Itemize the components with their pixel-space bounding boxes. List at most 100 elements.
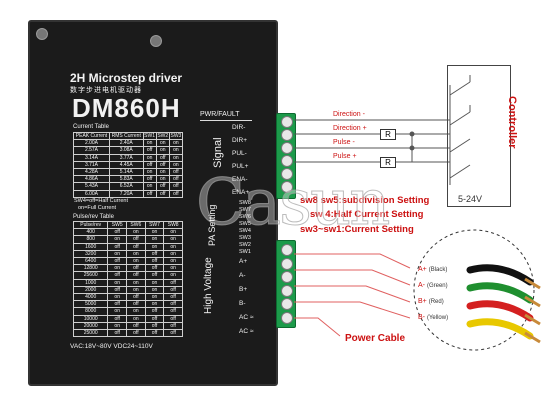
wire-pin: A-: [418, 282, 427, 289]
switch-label: SW6: [239, 214, 251, 220]
wire-color-name: (Black): [428, 267, 448, 273]
terminal-screw-icon: [281, 116, 293, 128]
setting-sw8-sw5: sw8 sw5:subdivision Setting: [300, 195, 430, 206]
motor-wire-label: A+ (Black): [418, 266, 447, 273]
mount-screw-icon: [150, 35, 162, 47]
table-cell: on: [163, 271, 183, 280]
copper-tip: [524, 295, 541, 308]
table-cell: 5000: [72, 300, 109, 309]
controller-label: Controller: [506, 96, 518, 149]
table-cell: 2000: [72, 285, 109, 295]
table-cell: on: [163, 235, 183, 244]
motor-cable-circle: [413, 229, 535, 351]
pulse-table-caption: Pulse/rev Table: [73, 214, 114, 220]
table-cell: 25000: [72, 329, 109, 338]
motor-wire-label: B+ (Red): [418, 298, 444, 305]
switch-label: SW5: [239, 221, 251, 227]
signal-pin-label: DIR+: [232, 137, 247, 144]
motor-cables: [466, 264, 541, 344]
table-cell: 4000: [72, 293, 109, 302]
setting-sw4: sw 4:Half Current Setting: [310, 209, 424, 220]
power-pin-label: AC ≈: [239, 314, 254, 321]
motor-cable: [466, 318, 534, 340]
copper-tip: [524, 313, 541, 326]
motor-wire-label: A- (Green): [418, 282, 448, 289]
signal-pin-label: PUL+: [232, 163, 249, 170]
table-cell: 12800: [72, 264, 109, 273]
table-cell: 1600: [72, 242, 109, 251]
table-cell: off: [163, 314, 183, 323]
table-cell: 3.71A: [73, 160, 110, 170]
signal-pin-label: ENA+: [232, 189, 250, 196]
motor-cable: [466, 264, 534, 286]
wire-pin: B+: [418, 298, 429, 305]
signal-line-label: Pulse +: [333, 153, 357, 160]
power-pin-label: AC ≈: [239, 328, 254, 335]
table-cell: on: [163, 249, 183, 259]
terminal-screw-icon: [281, 257, 293, 270]
table-cell: off: [163, 300, 183, 309]
power-pin-label: B+: [239, 286, 248, 293]
signal-wires: [294, 75, 471, 185]
table-header: SW8: [163, 220, 183, 230]
switch-label: SW8: [239, 200, 251, 206]
terminal-screw-icon: [281, 129, 293, 141]
voltage-note: VAC:18V~80V VDC24~110V: [70, 343, 153, 350]
half-current-note: SW4=off=Half Current: [74, 198, 129, 204]
motor-cable: [466, 300, 534, 322]
terminal-screw-icon: [281, 181, 293, 193]
motor-wire-label: B- (Yellow): [418, 314, 448, 321]
table-cell: off: [168, 182, 184, 191]
table-cell: on: [168, 153, 184, 162]
terminal-screw-icon: [281, 311, 293, 324]
driver-model: DM860H: [72, 93, 181, 123]
table-cell: 2.00A: [73, 139, 110, 148]
table-cell: off: [168, 175, 184, 184]
table-cell: off: [163, 329, 183, 338]
table-cell: 6400: [72, 257, 109, 266]
table-cell: on: [163, 228, 183, 237]
setting-sw3-sw1: sw3~sw1:Current Setting: [300, 224, 414, 235]
power-cable-label: Power Cable: [345, 333, 406, 344]
table-cell: off: [163, 293, 183, 302]
table-cell: 4.86A: [73, 175, 110, 184]
table-cell: off: [163, 278, 183, 287]
table-cell: 400: [72, 228, 109, 237]
power-pin-label: A-: [239, 272, 246, 279]
wire-pin: B-: [418, 314, 427, 321]
table-cell: off: [163, 285, 183, 295]
wire-color-name: (Yellow): [426, 315, 449, 321]
voltage-range: 5-24V: [458, 194, 483, 204]
table-cell: on: [163, 242, 183, 251]
table-cell: 5.43A: [73, 182, 110, 191]
table-cell: 25600: [72, 271, 109, 280]
switch-label: SW3: [239, 235, 251, 241]
table-cell: on: [168, 146, 184, 155]
table-cell: 6.00A: [73, 189, 110, 198]
terminal-screw-icon: [281, 244, 293, 256]
motor-wires: [294, 253, 411, 337]
terminal-screw-icon: [281, 298, 293, 310]
table-header: PEAK Current: [73, 131, 110, 141]
table-header: Pulse/rev: [72, 220, 109, 230]
table-cell: off: [163, 307, 183, 316]
wire-color-name: (Green): [426, 283, 448, 289]
copper-tip: [524, 331, 541, 344]
table-cell: 3200: [72, 249, 109, 259]
